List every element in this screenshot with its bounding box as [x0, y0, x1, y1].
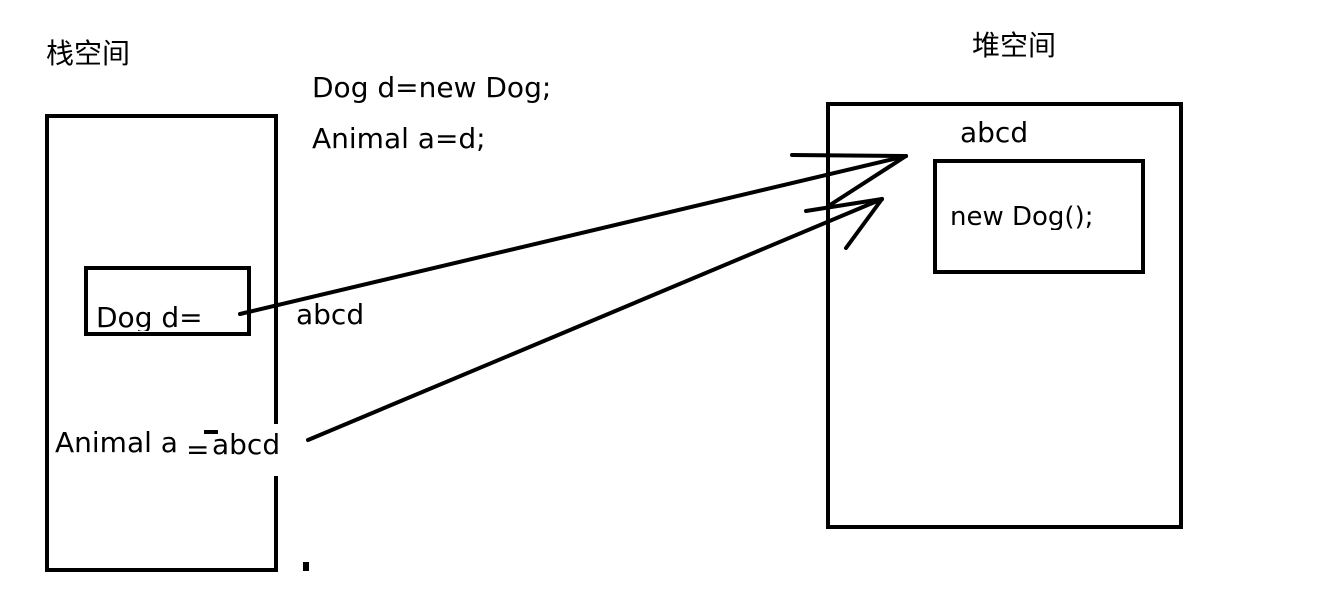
arrow-a-head-lower [844, 197, 884, 250]
border-gap [273, 424, 281, 476]
heap-address-label: abcd [960, 116, 1029, 149]
object-label: new Dog(); [950, 204, 1094, 230]
stack-space-title: 栈空间 [46, 37, 131, 70]
variable-d-label: Dog d= [96, 304, 203, 331]
arrow-d-head-upper [790, 153, 908, 158]
code-line-2: Animal a=d; [312, 122, 486, 155]
tick-mark [204, 430, 218, 434]
variable-a-label: Animal a [55, 426, 178, 459]
variable-d-box [84, 266, 251, 336]
variable-a-value: abcd [212, 428, 281, 461]
heap-space-title: 堆空间 [972, 29, 1057, 62]
variable-a-equals: = [186, 433, 210, 466]
stack-box [45, 114, 278, 572]
object-box [933, 159, 1145, 274]
stray-dot [303, 562, 309, 571]
arrow-a-shaft [306, 197, 884, 442]
arrow-a-head-upper [804, 197, 884, 213]
arrow-d-head-lower [828, 154, 908, 207]
arrow-d-shaft [238, 154, 908, 316]
heap-box [826, 102, 1183, 529]
reference-label: abcd [296, 298, 365, 331]
code-line-1: Dog d=new Dog; [312, 71, 552, 104]
